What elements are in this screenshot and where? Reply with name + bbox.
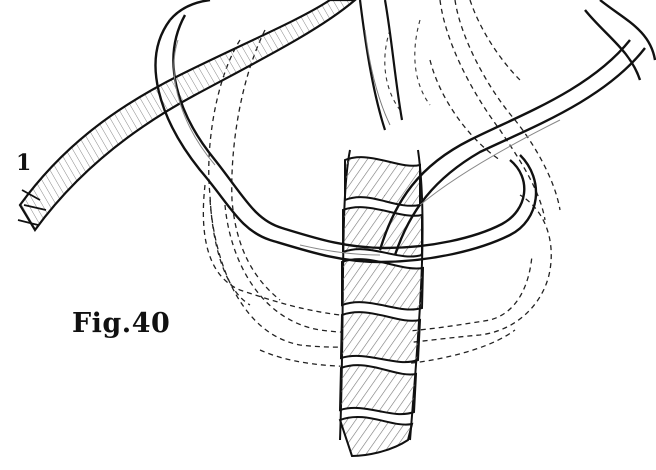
strand-number-label: 1 (16, 150, 31, 176)
standing-rope (338, 150, 423, 456)
upper-rope-strands (360, 0, 402, 130)
figure-caption: Fig.40 (72, 308, 170, 339)
hidden-strand-paths-inner (385, 20, 430, 110)
